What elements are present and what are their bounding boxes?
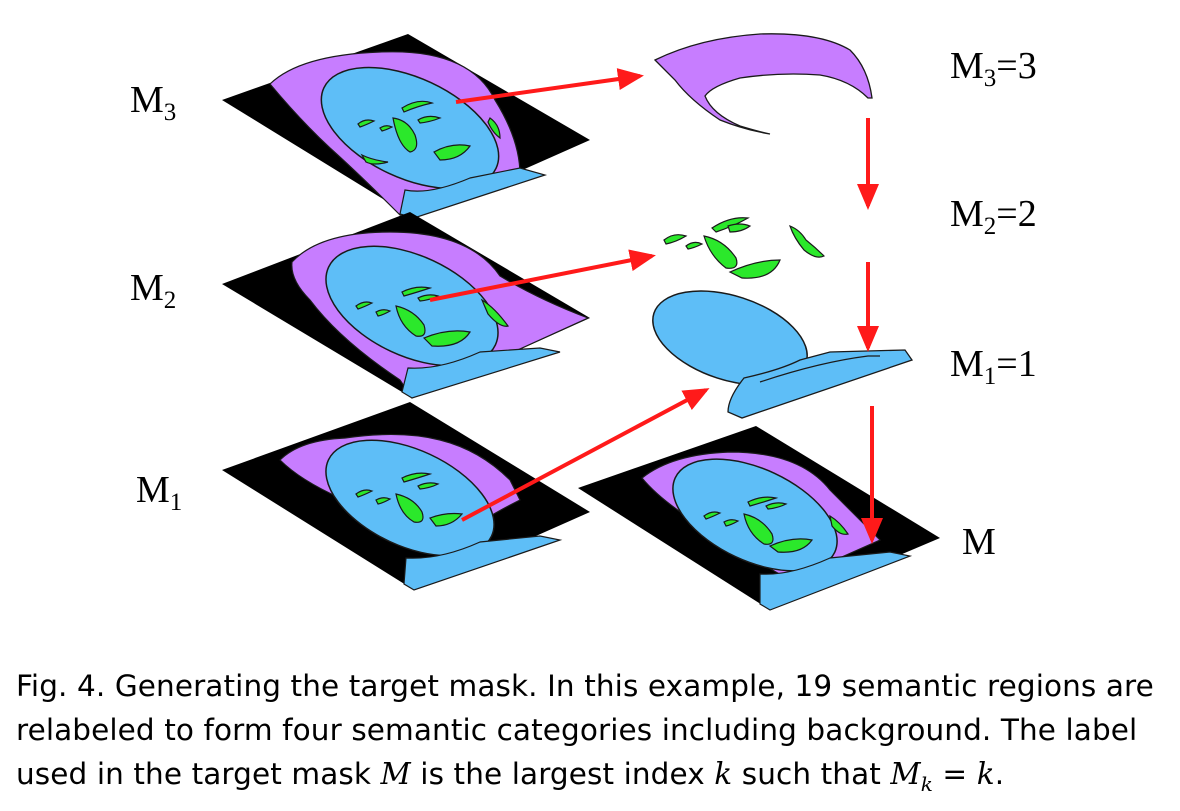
caption-text-3: such that [732, 757, 891, 791]
caption-end: . [994, 757, 1005, 791]
layer-m-features [703, 496, 849, 553]
flow-arrows [429, 68, 883, 544]
label-right-m: M [962, 521, 996, 563]
caption-var-k2: k [976, 757, 995, 791]
figure-caption: Fig. 4. Generating the target mask. In t… [16, 664, 1176, 796]
arrow-m2-to-features [429, 249, 656, 302]
caption-var-mk: M [890, 757, 921, 791]
label-right-m1: M1=1 [950, 343, 1037, 390]
caption-eq: = [932, 757, 977, 791]
layer-m1-face [325, 439, 495, 557]
extracted-hair-region [653, 33, 873, 135]
layer-m3-neck [399, 167, 548, 219]
label-left-m2: M2 [130, 267, 176, 314]
layer-m3 [222, 34, 590, 219]
caption-var-m: M [380, 757, 411, 791]
layer-m2-neck [401, 347, 561, 399]
layer-m-neck [759, 551, 913, 611]
label-left-m1: M1 [136, 469, 182, 516]
arrow-m1-to-skin [461, 388, 710, 522]
layer-m2-features [355, 286, 510, 347]
caption-var-mk-sub: k [920, 771, 933, 796]
extracted-skin-region [652, 290, 914, 419]
caption-var-k: k [714, 757, 733, 791]
layer-m1-features [355, 472, 464, 527]
layer-m-result [578, 426, 940, 611]
label-right-m2: M2=2 [950, 193, 1037, 240]
caption-text-1: Fig. 4. Generating the target mask. In t… [16, 669, 1154, 791]
arrow-m3-to-hair [455, 68, 644, 104]
label-left-m3: M3 [130, 79, 176, 126]
extracted-feature-regions [663, 217, 826, 279]
caption-text-2: is the largest index [410, 757, 715, 791]
layer-m2 [222, 212, 590, 399]
label-right-m3: M3=3 [950, 45, 1037, 92]
layer-m1 [222, 402, 590, 591]
layer-m3-features [357, 100, 501, 165]
layer-m1-neck [403, 535, 563, 591]
target-mask-diagram: M3 M2 M1 M3=3 M2=2 M1=1 M [130, 33, 1037, 611]
